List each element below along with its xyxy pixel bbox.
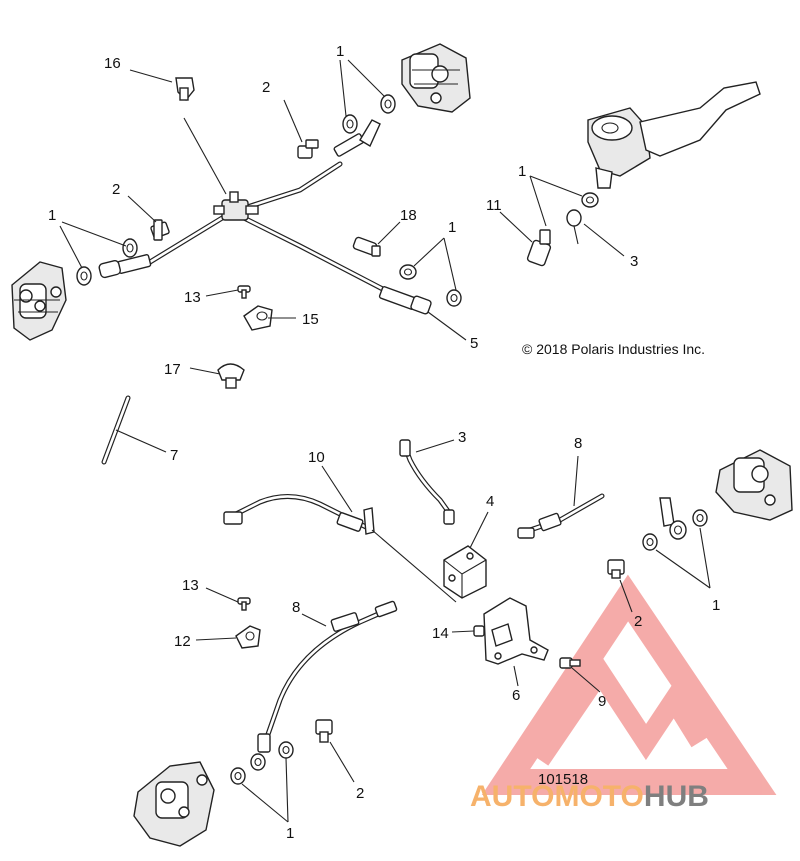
brake-line-item-8-right — [517, 493, 605, 539]
washer-item-1-mid-b — [446, 289, 462, 307]
callout-9: 9 — [598, 693, 606, 710]
callout-numbers: 16 2 1 2 1 18 1 13 15 5 17 7 1 11 3 10 3… — [48, 43, 720, 842]
watermark-hub: HUB — [644, 780, 709, 813]
callout-18: 18 — [400, 207, 417, 224]
callout-15: 15 — [302, 311, 319, 328]
banjo-item-3-master — [566, 209, 582, 245]
callout-2: 2 — [112, 181, 120, 198]
callout-16: 16 — [104, 55, 121, 72]
callout-7: 7 — [170, 447, 178, 464]
washer-item-1-bottom-c — [278, 741, 294, 759]
fitting-item-18 — [352, 236, 381, 257]
screw-item-13-bottom — [237, 597, 251, 611]
banjo-bolt-item-2-top — [297, 139, 319, 159]
washer-item-1-master — [581, 192, 599, 208]
caliper-rear-right — [715, 449, 793, 521]
bracket-item-6 — [483, 597, 549, 665]
callout-1: 1 — [448, 219, 456, 236]
washer-item-1-right-a — [642, 533, 658, 551]
washer-item-1-bottom-a — [230, 767, 246, 785]
callout-1: 1 — [48, 207, 56, 224]
callout-11: 11 — [486, 197, 502, 214]
callout-12: 12 — [174, 633, 191, 650]
bolt-item-2-bottom — [315, 719, 333, 743]
brake-line-item-3 — [399, 439, 455, 525]
callout-2: 2 — [356, 785, 364, 802]
caliper-rear-left — [133, 761, 215, 847]
brake-line-item-8-lower — [257, 600, 398, 753]
callout-8: 8 — [292, 599, 300, 616]
copyright-text: © 2018 Polaris Industries Inc. — [522, 341, 705, 357]
watermark-auto: AUTO — [470, 780, 554, 813]
screw-item-14 — [473, 625, 485, 637]
callout-6: 6 — [512, 687, 520, 704]
brake-line-item-10 — [223, 494, 375, 535]
bolt-item-2-right — [607, 559, 625, 579]
callout-4: 4 — [486, 493, 494, 510]
clip-item-17 — [217, 363, 245, 389]
banjo-item-right-lower — [659, 497, 675, 527]
bolt-item-11 — [526, 229, 552, 267]
callout-2: 2 — [262, 79, 270, 96]
callout-17: 17 — [164, 361, 181, 378]
callout-1: 1 — [712, 597, 720, 614]
callout-3: 3 — [630, 253, 638, 270]
callout-13: 13 — [182, 577, 199, 594]
banjo-bolt-item-2-left — [150, 219, 170, 241]
watermark-moto: MOTO — [554, 780, 643, 813]
callout-13: 13 — [184, 289, 201, 306]
clamp-item-15 — [243, 305, 273, 331]
washer-item-1-mid-a — [399, 264, 417, 280]
screw-item-13-top — [237, 285, 251, 299]
callout-8: 8 — [574, 435, 582, 452]
washer-item-1-bottom-b — [250, 753, 266, 771]
callout-1: 1 — [336, 43, 344, 60]
callout-2: 2 — [634, 613, 642, 630]
callout-14: 14 — [432, 625, 449, 642]
push-clip-item-16 — [175, 77, 195, 102]
callout-1: 1 — [286, 825, 294, 842]
washer-item-1-right-c — [692, 509, 708, 527]
leader-lines — [59, 59, 711, 823]
washer-item-1-top-a — [342, 114, 358, 134]
watermark-wordmark: AUTOMOTOHUB — [470, 780, 709, 813]
diagram-number: 101518 — [538, 771, 588, 788]
callout-10: 10 — [308, 449, 325, 466]
master-cylinder-lever — [587, 81, 761, 189]
watermark-logo — [481, 574, 777, 795]
washer-item-1-right-b — [669, 520, 687, 540]
washer-item-1-left-b — [122, 238, 138, 258]
bolt-item-9 — [559, 657, 581, 669]
caliper-front-left — [11, 261, 67, 341]
callout-5: 5 — [470, 335, 478, 352]
callout-1: 1 — [518, 163, 526, 180]
washer-item-1-left-a — [76, 266, 92, 286]
front-brake-hose-tee — [98, 119, 432, 315]
washer-item-1-top-b — [380, 94, 396, 114]
junction-block-item-4 — [443, 545, 487, 599]
caliper-front-right — [401, 43, 471, 113]
callout-3: 3 — [458, 429, 466, 446]
clamp-item-12 — [235, 625, 261, 649]
